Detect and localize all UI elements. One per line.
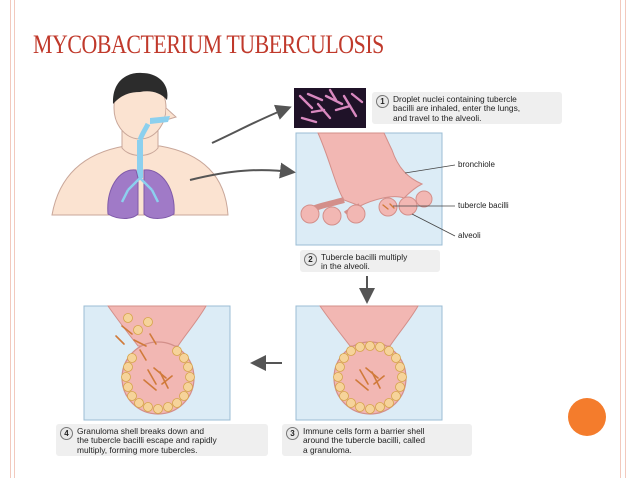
panel-granuloma xyxy=(295,305,443,421)
frame-left-line-inner xyxy=(14,0,15,478)
step-4-number: 4 xyxy=(60,427,73,440)
panel-ruptured-granuloma xyxy=(83,305,231,421)
step-1-line-3: and travel to the alveoli. xyxy=(393,112,482,123)
step-2-line-1: Tubercle bacilli multiply xyxy=(321,252,408,262)
human-figure xyxy=(51,72,229,219)
step-4-line-1: Granuloma shell breaks down and xyxy=(77,426,205,436)
alveoli-leader xyxy=(411,213,456,237)
panel-alveoli xyxy=(295,132,443,246)
label-tubercle-bacilli: tubercle bacilli xyxy=(458,201,509,210)
step-2-line-2: in the alveoli. xyxy=(321,261,370,272)
step-2-box xyxy=(300,250,440,272)
step-2-number: 2 xyxy=(304,253,317,266)
step-1-number: 1 xyxy=(376,95,389,108)
step-3-number: 3 xyxy=(286,427,299,440)
step-1-line-2: bacilli are inhaled, enter the lungs, xyxy=(393,103,521,114)
bacilli-micrograph xyxy=(294,88,366,128)
step-4-box xyxy=(56,424,268,456)
step-4-line-2: the tubercle bacilli escape and rapidly xyxy=(77,435,217,446)
frame-right-line xyxy=(620,0,621,478)
accent-dot xyxy=(568,398,606,436)
arrow-to-bacilli xyxy=(211,104,292,144)
step-3-line-2: around the tubercle bacilli, called xyxy=(303,435,425,446)
label-bronchiole: bronchiole xyxy=(458,160,495,169)
step-1-line-1: Droplet nuclei containing tubercle xyxy=(393,94,517,104)
step-3-box xyxy=(282,424,472,456)
step-3-line-1: Immune cells form a barrier shell xyxy=(303,426,425,436)
frame-left-line xyxy=(10,0,11,478)
right-lung xyxy=(143,169,175,219)
left-lung xyxy=(107,169,139,219)
bronchiole-leader xyxy=(404,164,456,174)
frame-right-line-outer xyxy=(625,0,626,478)
nasal-passage xyxy=(150,116,170,124)
step-1-box xyxy=(372,92,562,124)
step-4-line-3: multiply, forming more tubercles. xyxy=(77,444,198,455)
step-3-line-3: a granuloma. xyxy=(303,444,352,455)
arrow-to-lung-panel xyxy=(189,162,296,181)
slide-title: MYCOBACTERIUM TUBERCULOSIS xyxy=(33,30,384,59)
label-alveoli: alveoli xyxy=(458,231,481,240)
